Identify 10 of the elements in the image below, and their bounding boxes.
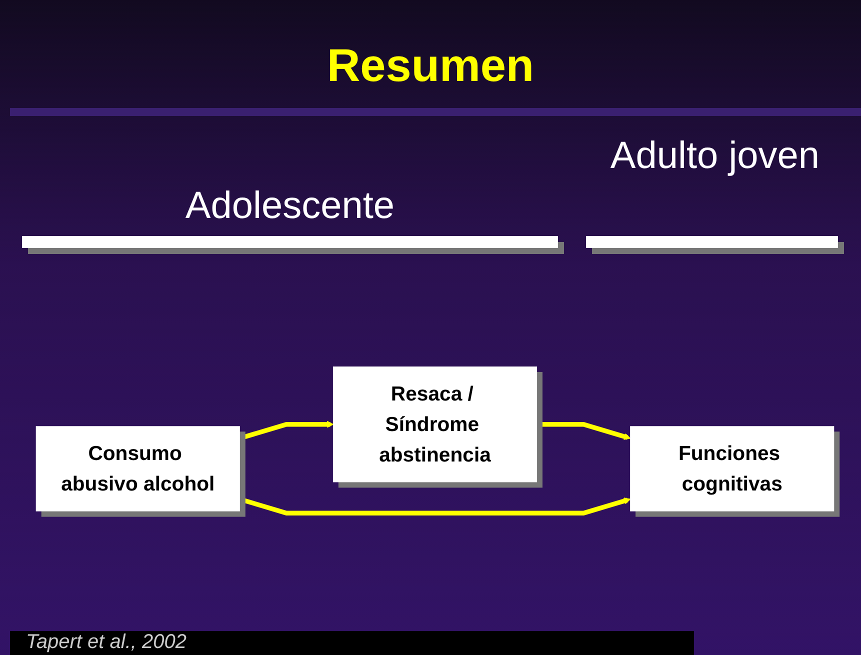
node-box: Consumo abusivo alcohol (36, 426, 240, 512)
arrow (238, 420, 334, 441)
column-heading: Adolescente (184, 185, 396, 228)
arrow (536, 422, 631, 440)
node-box: Resaca / Síndrome abstinencia (332, 366, 538, 482)
slide-title: Resumen (326, 38, 536, 92)
node-box: Funciones cognitivas (630, 426, 834, 512)
arrow (238, 496, 631, 516)
column-heading: Adulto joven (609, 135, 821, 178)
citation: Tapert et al., 2002 (10, 631, 694, 655)
